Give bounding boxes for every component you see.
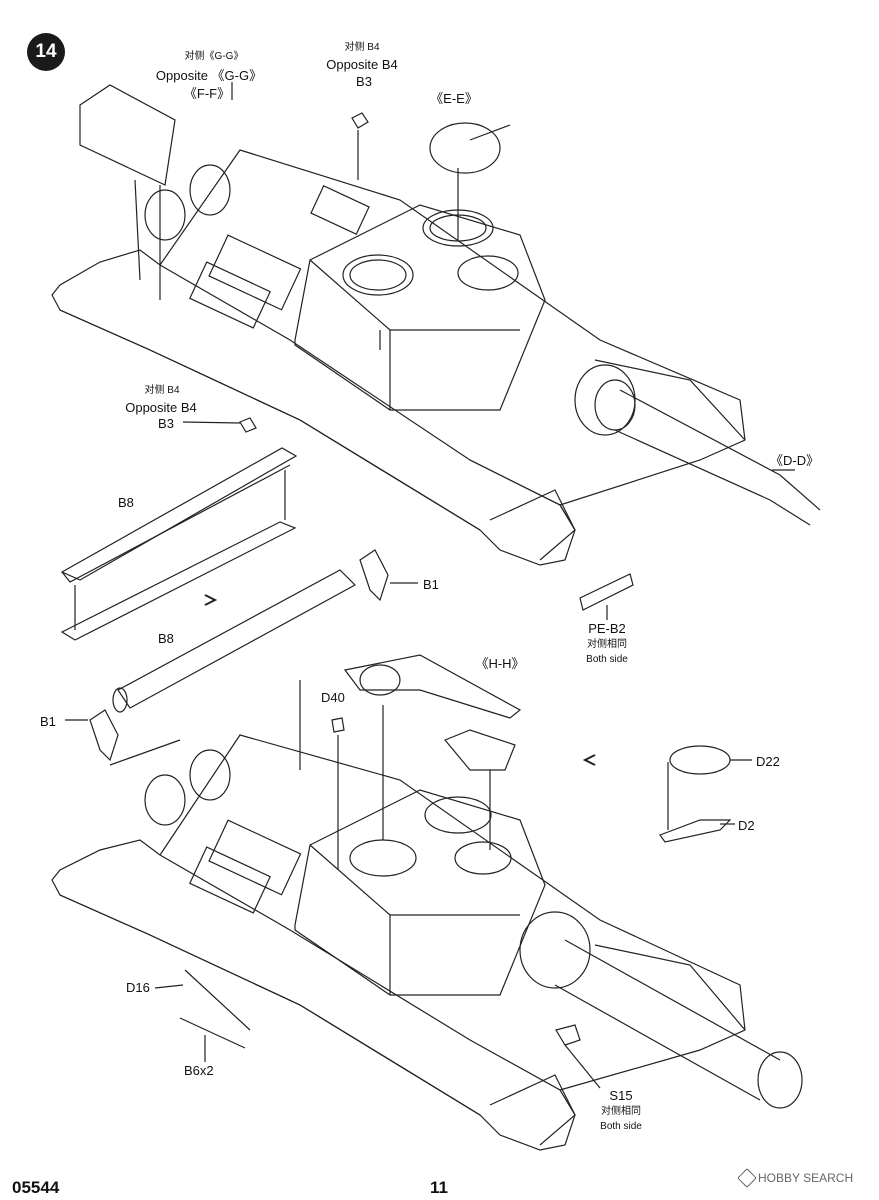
d40-label: D40 <box>321 690 345 705</box>
lower-hull-assembly <box>51 654 803 1151</box>
b3-label-mid: B3 <box>158 416 174 431</box>
s15-both-side-label: Both side <box>600 1121 642 1132</box>
hh-part-label: 《H-H》 <box>475 656 525 671</box>
product-code: 05544 <box>12 1178 60 1197</box>
d2-label: D2 <box>738 818 755 833</box>
d16-label: D16 <box>126 980 150 995</box>
b4-opposite-cn-label-mid: 对侧 B4 <box>144 385 180 396</box>
watermark-text: HOBBY SEARCH <box>758 1171 854 1185</box>
dd-part-label: 《D-D》 <box>770 453 820 468</box>
log-parts <box>60 447 634 766</box>
b3-label-top: B3 <box>356 74 372 89</box>
step-number-badge: 14 <box>27 33 65 71</box>
hobby-search-logo-icon <box>737 1168 757 1188</box>
b4-opposite-label-top: Opposite B4 <box>326 57 398 72</box>
pe-b2-both-side-cn-label: 对侧相同 <box>587 639 627 650</box>
b8-label-bottom: B8 <box>158 631 174 646</box>
gg-opposite-cn-label: 对侧《G-G》 <box>184 51 244 62</box>
page-number: 11 <box>430 1178 448 1197</box>
b1-label-left: B1 <box>40 714 56 729</box>
pe-b2-both-side-label: Both side <box>586 654 628 665</box>
ff-part-label: 《F-F》 <box>183 86 231 101</box>
upper-hull-assembly <box>51 82 821 566</box>
b4-opposite-label-mid: Opposite B4 <box>125 400 197 415</box>
b1-label-right: B1 <box>423 577 439 592</box>
b4-opposite-cn-label-top: 对侧 B4 <box>344 42 380 53</box>
gg-opposite-label: Opposite 《G-G》 <box>155 68 263 83</box>
s15-label: S15 <box>609 1088 633 1103</box>
pe-b2-label: PE-B2 <box>588 621 626 636</box>
b6x2-label: B6x2 <box>184 1063 214 1078</box>
d22-label: D22 <box>756 754 780 769</box>
s15-both-side-cn-label: 对侧相同 <box>601 1106 641 1117</box>
ee-part-label: 《E-E》 <box>430 91 478 106</box>
b8-label-top: B8 <box>118 495 134 510</box>
watermark: HOBBY SEARCH <box>737 1168 854 1188</box>
